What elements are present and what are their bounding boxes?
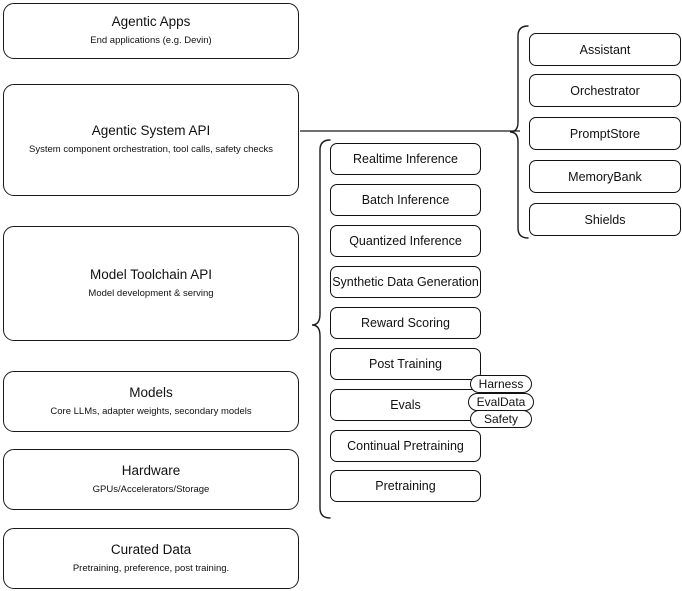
agentic-component-label: Orchestrator <box>570 83 640 98</box>
evals-tag-label: EvalData <box>476 395 526 409</box>
stack-layer-title: Agentic Apps <box>111 14 191 30</box>
stack-layer-title: Model Toolchain API <box>89 266 213 282</box>
stack-layer-title: Models <box>129 384 173 400</box>
stack-layer-subtitle: GPUs/Accelerators/Storage <box>92 483 210 495</box>
stack-layer-subtitle: Model development & serving <box>88 287 214 299</box>
capability-label: Batch Inference <box>361 193 450 207</box>
capability-evals[interactable]: Evals <box>330 389 481 421</box>
capability-continual-pretraining[interactable]: Continual Pretraining <box>330 430 481 462</box>
agentic-component-memorybank[interactable]: MemoryBank <box>529 160 681 193</box>
capability-synthetic-data-generation[interactable]: Synthetic Data Generation <box>330 266 481 298</box>
stack-layer-curated-data[interactable]: Curated Data Pretraining, preference, po… <box>3 528 299 589</box>
agentic-component-label: MemoryBank <box>568 169 642 184</box>
agentic-component-label: Shields <box>584 212 626 227</box>
evals-tag-safety[interactable]: Safety <box>470 410 532 428</box>
evals-tag-label: Harness <box>478 377 524 391</box>
evals-tag-harness[interactable]: Harness <box>470 375 532 393</box>
agentic-component-orchestrator[interactable]: Orchestrator <box>529 74 681 107</box>
stack-layer-title: Agentic System API <box>91 123 211 139</box>
evals-tag-evaldata[interactable]: EvalData <box>468 393 534 411</box>
agentic-component-shields[interactable]: Shields <box>529 203 681 236</box>
stack-layer-subtitle: Pretraining, preference, post training. <box>72 562 230 574</box>
capability-label: Quantized Inference <box>349 234 462 248</box>
capability-quantized-inference[interactable]: Quantized Inference <box>330 225 481 257</box>
capability-post-training[interactable]: Post Training <box>330 348 481 380</box>
stack-layer-subtitle: End applications (e.g. Devin) <box>90 35 212 47</box>
capability-label: Pretraining <box>375 479 436 493</box>
agentic-component-label: PromptStore <box>569 126 641 141</box>
capability-label: Evals <box>390 398 421 412</box>
stack-layer-agentic-system-api[interactable]: Agentic System API System component orch… <box>3 84 299 196</box>
stack-layer-title: Curated Data <box>110 541 192 557</box>
agentic-component-promptstore[interactable]: PromptStore <box>529 117 681 150</box>
capability-pretraining[interactable]: Pretraining <box>330 470 481 502</box>
stack-layer-agentic-apps[interactable]: Agentic Apps End applications (e.g. Devi… <box>3 3 299 59</box>
stack-layer-subtitle: System component orchestration, tool cal… <box>29 144 273 156</box>
agentic-component-assistant[interactable]: Assistant <box>529 33 681 66</box>
evals-tag-label: Safety <box>483 412 519 426</box>
capability-batch-inference[interactable]: Batch Inference <box>330 184 481 216</box>
capability-label: Realtime Inference <box>353 152 458 166</box>
capability-label: Reward Scoring <box>361 316 450 330</box>
capability-label: Post Training <box>369 357 442 371</box>
connector-agentic-system-to-components <box>300 130 520 132</box>
stack-layer-models[interactable]: Models Core LLMs, adapter weights, secon… <box>3 371 299 432</box>
agentic-component-label: Assistant <box>579 42 631 57</box>
stack-layer-model-toolchain-api[interactable]: Model Toolchain API Model development & … <box>3 226 299 341</box>
stack-layer-title: Hardware <box>121 462 181 478</box>
capability-label: Synthetic Data Generation <box>332 275 479 289</box>
capability-label: Continual Pretraining <box>347 439 464 453</box>
stack-layer-hardware[interactable]: Hardware GPUs/Accelerators/Storage <box>3 449 299 510</box>
stack-layer-subtitle: Core LLMs, adapter weights, secondary mo… <box>50 405 252 417</box>
capability-realtime-inference[interactable]: Realtime Inference <box>330 143 481 175</box>
capability-reward-scoring[interactable]: Reward Scoring <box>330 307 481 339</box>
